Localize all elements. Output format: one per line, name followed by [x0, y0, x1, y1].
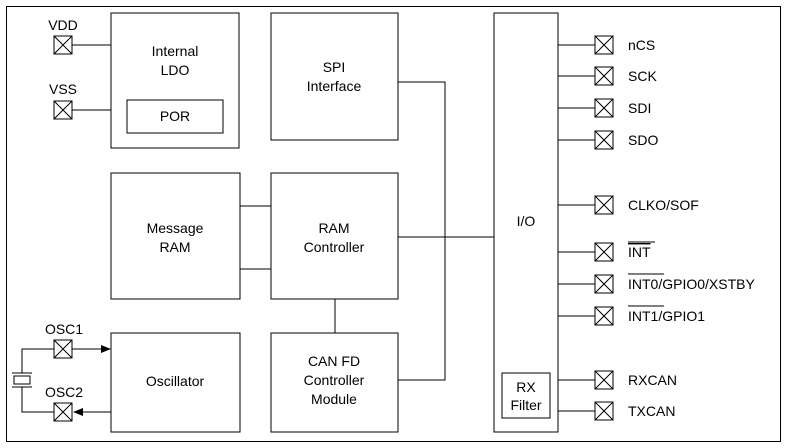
pin-sdi: SDI	[594, 98, 651, 118]
pin-label-vss: VSS	[49, 81, 77, 97]
io-label: I/O	[517, 213, 536, 229]
can-fd-controller-block: CAN FD Controller Module	[270, 332, 399, 433]
message-ram-label-line1: Message	[147, 220, 204, 236]
pin-label-vdd: VDD	[48, 17, 78, 33]
message-ram-label-line2: RAM	[159, 239, 190, 255]
pin-label-sdi: SDI	[628, 100, 651, 116]
pin-int0-gpio0-xstby: INT0/GPIO0/XSTBY	[594, 273, 755, 294]
oscillator-block: Oscillator	[110, 332, 241, 433]
ram-controller-label-line2: Controller	[304, 239, 365, 255]
message-ram-block: Message RAM	[110, 172, 241, 300]
pin-label-osc2: OSC2	[45, 384, 83, 400]
pin-label-osc1: OSC1	[45, 321, 83, 337]
pin-label-int: INT	[628, 244, 651, 260]
pin-int: INT	[594, 241, 655, 262]
pin-int1-gpio1: INT1/GPIO1	[594, 305, 705, 326]
can-fd-label-line3: Module	[311, 391, 357, 407]
ldo-label-line2: LDO	[161, 62, 190, 78]
pin-clko-sof: CLKO/SOF	[594, 195, 699, 215]
ram-controller-block: RAM Controller	[270, 172, 399, 300]
io-block: I/O	[493, 12, 559, 433]
pin-label-int1-overline: INT1	[628, 308, 659, 324]
pin-label-int0-overline: INT0	[628, 276, 659, 292]
oscillator-label: Oscillator	[146, 373, 205, 389]
spi-label-line1: SPI	[323, 59, 346, 75]
pin-label-sdo: SDO	[628, 132, 658, 148]
can-fd-label-line2: Controller	[304, 372, 365, 388]
pin-osc2: OSC2	[45, 384, 83, 422]
pin-label-rxcan: RXCAN	[628, 372, 677, 388]
pin-label-clko: CLKO/SOF	[628, 197, 699, 213]
pin-label-txcan: TXCAN	[628, 403, 675, 419]
pin-osc1: OSC1	[45, 321, 83, 359]
por-block: POR	[126, 99, 224, 134]
pin-label-int1-rest: /GPIO1	[658, 308, 705, 324]
pin-sdo: SDO	[594, 130, 658, 150]
pin-ncs: nCS	[594, 35, 655, 55]
pin-rxcan: RXCAN	[594, 370, 677, 390]
pin-label-int0-rest: /GPIO0/XSTBY	[658, 276, 755, 292]
outer-frame	[6, 6, 781, 442]
pin-sck: SCK	[594, 66, 657, 86]
pin-label-int1: INT1/GPIO1	[628, 308, 705, 324]
spi-label-line2: Interface	[307, 78, 362, 94]
ram-controller-label-line1: RAM	[318, 220, 349, 236]
can-fd-label-line1: CAN FD	[308, 353, 360, 369]
spi-interface-block: SPI Interface	[270, 12, 399, 141]
ldo-label-line1: Internal	[152, 43, 199, 59]
rx-filter-label-line1: RX	[516, 379, 536, 395]
por-label: POR	[160, 108, 190, 124]
rx-filter-label-line2: Filter	[510, 397, 541, 413]
pin-vdd: VDD	[48, 17, 78, 55]
pin-label-int0: INT0/GPIO0/XSTBY	[628, 276, 755, 292]
pin-label-ncs: nCS	[628, 37, 655, 53]
rx-filter-block: RX Filter	[501, 372, 551, 419]
pin-label-sck: SCK	[628, 68, 657, 84]
pin-txcan: TXCAN	[594, 401, 675, 421]
pin-vss: VSS	[49, 81, 77, 120]
